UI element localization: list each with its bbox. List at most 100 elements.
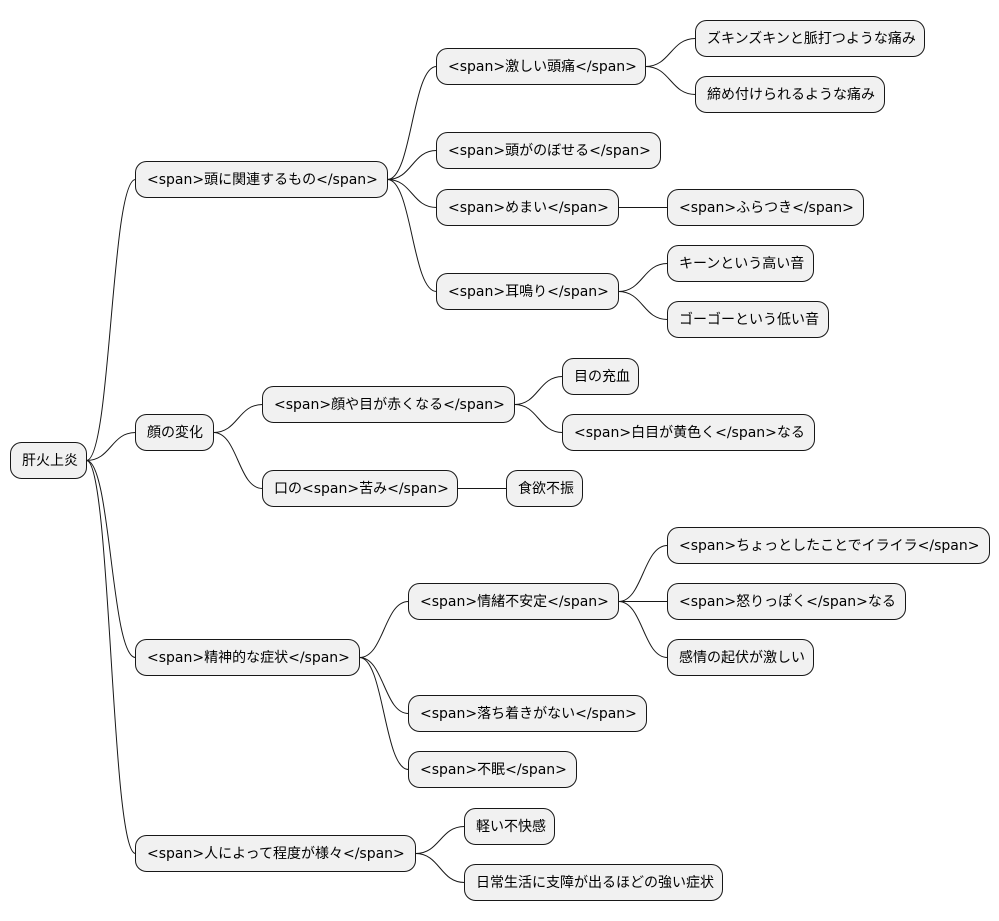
node-box <box>436 189 619 226</box>
topic-node-0-2-0: <span>ふらつき</span> <box>667 189 864 226</box>
node-label: <span>落ち着きがない</span> <box>420 706 637 722</box>
topic-node-2-0: <span>情緒不安定</span> <box>408 583 619 620</box>
node-box <box>667 245 814 282</box>
connector-3-0 <box>415 826 465 854</box>
node-label: 食欲不振 <box>518 480 574 497</box>
connector-0-0-1 <box>645 66 696 95</box>
connector-0-3 <box>387 179 437 292</box>
connector-1-0-0 <box>514 376 563 405</box>
topic-node-0-3-0: キーンという高い音 <box>667 245 814 282</box>
node-box <box>464 864 723 901</box>
node-box <box>135 639 360 676</box>
connector-0-0-0 <box>645 38 696 67</box>
node-box <box>408 695 647 732</box>
node-label: 締め付けられるような痛み <box>707 86 875 103</box>
node-box <box>667 301 829 338</box>
node-box <box>10 442 87 479</box>
node-label: <span>人によって程度が様々</span> <box>147 846 405 862</box>
node-box <box>135 161 388 198</box>
node-box <box>262 470 458 507</box>
node-box <box>135 414 214 451</box>
node-label: <span>不眠</span> <box>420 762 567 778</box>
connector-3 <box>86 460 136 854</box>
connector-2 <box>86 460 136 658</box>
connector-0-0 <box>387 66 437 180</box>
node-box <box>408 583 619 620</box>
connector-0-1 <box>387 150 437 180</box>
node-box <box>667 639 814 676</box>
node-box <box>464 808 555 845</box>
node-label: <span>ちょっとしたことでイライラ</span> <box>679 538 979 554</box>
topic-node-0-0-1: 締め付けられるような痛み <box>695 76 885 113</box>
topic-node-0-1: <span>頭がのぼせる</span> <box>436 132 661 169</box>
node-label: <span>ふらつき</span> <box>679 200 854 216</box>
node-label: <span>頭がのぼせる</span> <box>448 143 651 159</box>
topic-node-2-0-0: <span>ちょっとしたことでイライラ</span> <box>667 527 990 564</box>
topic-node-0-3: <span>耳鳴り</span> <box>436 273 619 310</box>
node-label: 感情の起伏が激しい <box>679 649 805 666</box>
topic-node-0-0-0: ズキンズキンと脈打つような痛み <box>695 20 925 57</box>
topic-node-0: <span>頭に関連するもの</span> <box>135 161 388 198</box>
node-box <box>695 76 885 113</box>
node-box <box>506 470 583 507</box>
topic-node-0-3-1: ゴーゴーという低い音 <box>667 301 829 338</box>
node-label: <span>白目が黄色く</span>なる <box>574 424 805 441</box>
node-label: 肝火上炎 <box>22 453 78 469</box>
node-box <box>562 414 815 451</box>
topic-node-2-0-1: <span>怒りっぽく</span>なる <box>667 583 906 620</box>
node-label: <span>頭に関連するもの</span> <box>147 172 378 188</box>
connector-1-0-1 <box>514 404 563 433</box>
node-label: <span>耳鳴り</span> <box>448 284 609 300</box>
node-label: <span>怒りっぽく</span>なる <box>679 594 896 610</box>
node-label: <span>激しい頭痛</span> <box>448 58 637 75</box>
connector-2-0-0 <box>618 545 668 602</box>
topic-node-2-0-2: 感情の起伏が激しい <box>667 639 814 676</box>
node-box <box>436 132 661 169</box>
node-box <box>436 48 646 85</box>
connector-2-0-2 <box>618 601 668 658</box>
node-box <box>408 751 577 788</box>
node-box <box>436 273 619 310</box>
node-label: ゴーゴーという低い音 <box>679 311 819 328</box>
connector-0-3-0 <box>618 263 668 292</box>
node-box <box>667 189 864 226</box>
node-box <box>135 835 416 872</box>
topic-node-2-2: <span>不眠</span> <box>408 751 577 788</box>
root-node: 肝火上炎 <box>10 442 87 479</box>
node-label: <span>顔や目が赤くなる</span> <box>274 397 505 413</box>
connector-1 <box>86 432 136 461</box>
connector-3-1 <box>415 853 465 883</box>
connector-2-1 <box>359 657 409 714</box>
topic-node-0-2: <span>めまい</span> <box>436 189 619 226</box>
node-label: ズキンズキンと脈打つような痛み <box>707 30 916 47</box>
node-label: <span>めまい</span> <box>448 200 609 216</box>
topic-node-1: 顔の変化 <box>135 414 214 451</box>
connector-2-2 <box>359 657 409 770</box>
connector-1-1 <box>213 432 263 489</box>
topic-node-3-0: 軽い不快感 <box>464 808 555 845</box>
topic-node-1-0: <span>顔や目が赤くなる</span> <box>262 386 515 423</box>
node-box <box>667 527 990 564</box>
node-box <box>562 358 639 395</box>
connector-0-2 <box>387 179 437 208</box>
node-label: 口の<span>苦み</span> <box>274 481 449 497</box>
node-label: キーンという高い音 <box>679 255 804 272</box>
topic-node-1-0-1: <span>白目が黄色く</span>なる <box>562 414 815 451</box>
topic-node-1-1: 口の<span>苦み</span> <box>262 470 458 507</box>
node-box <box>667 583 906 620</box>
node-label: 目の充血 <box>574 369 630 385</box>
connector-0-3-1 <box>618 291 668 320</box>
node-box <box>695 20 925 57</box>
connector-1-0 <box>213 404 263 433</box>
topic-node-3: <span>人によって程度が様々</span> <box>135 835 416 872</box>
node-label: 軽い不快感 <box>476 818 546 835</box>
topic-node-1-1-0: 食欲不振 <box>506 470 583 507</box>
node-label: <span>情緒不安定</span> <box>420 594 609 610</box>
node-label: 日常生活に支障が出るほどの強い症状 <box>476 875 714 891</box>
node-label: <span>精神的な症状</span> <box>147 650 350 666</box>
topic-node-0-0: <span>激しい頭痛</span> <box>436 48 646 85</box>
connector-0 <box>86 179 136 461</box>
topic-node-1-0-0: 目の充血 <box>562 358 639 395</box>
topic-node-2: <span>精神的な症状</span> <box>135 639 360 676</box>
